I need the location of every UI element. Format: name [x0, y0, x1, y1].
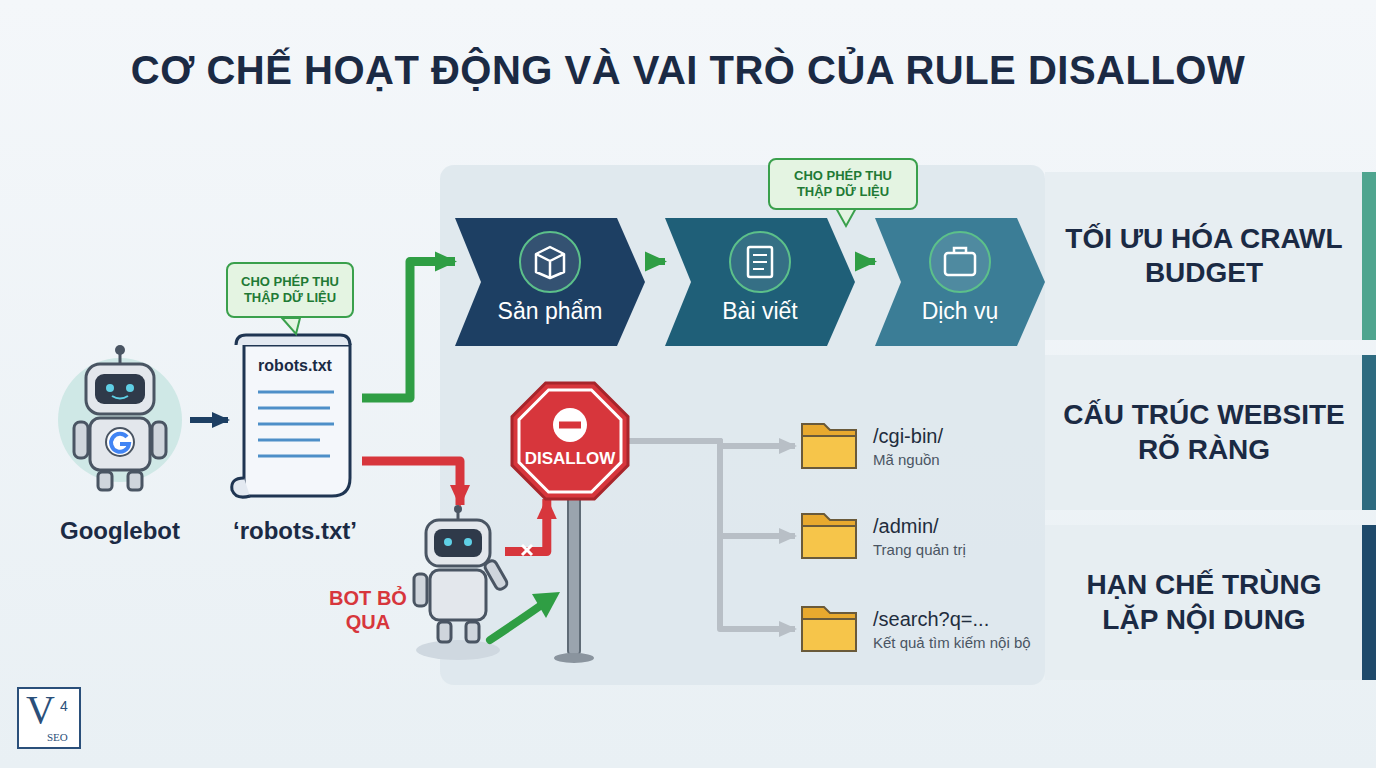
band-ground	[1045, 525, 1376, 680]
group-panel	[440, 165, 1045, 685]
sign-pole	[568, 490, 580, 655]
logo-text: 4	[60, 698, 68, 714]
box-icon	[536, 247, 564, 278]
node-text: Googlebot	[60, 517, 180, 545]
folder-item: /search?q=... Kết quả tìm kiếm nội bộ	[795, 601, 1035, 657]
googlebot-robot	[58, 345, 182, 490]
chevron-shape	[665, 218, 855, 346]
node-text: CẤU TRÚC WEBSITE RÕ RÀNG	[1062, 398, 1346, 466]
logo-box	[18, 688, 80, 748]
band-ground	[1045, 172, 1376, 340]
chevron-step: Dịch vụ	[875, 218, 1045, 346]
node-text: /admin/	[873, 515, 1035, 538]
chevron-shape	[875, 218, 1045, 346]
no-entry-bar	[559, 422, 581, 429]
chevron-step: Sản phẩm	[455, 218, 645, 346]
node-text: CHO PHÉP THU THẬP DỮ LIỆU	[778, 168, 908, 201]
icon-ring	[730, 232, 790, 292]
article-lines	[753, 255, 767, 269]
flow-arrow	[190, 417, 228, 423]
node-text: robots.txt	[258, 357, 332, 375]
flow-arrow	[505, 499, 547, 552]
node-text: BOT BỎ QUA	[325, 586, 411, 634]
chevron-fill	[875, 218, 1045, 346]
chevron-step: Bài viết	[665, 218, 855, 346]
band-bar	[1362, 172, 1376, 340]
flow-arrow	[628, 441, 795, 629]
article-icon	[748, 247, 772, 277]
node-subtext: Trang quản trị	[873, 541, 1035, 558]
flow-arrow	[362, 262, 455, 399]
briefcase-handle	[954, 248, 966, 253]
no-entry-disc	[553, 408, 587, 442]
node-text: /search?q=...	[873, 608, 1035, 631]
octagon-shape	[512, 383, 628, 499]
document-node: robots.txt ‘robots.txt’	[228, 335, 362, 545]
node-subtext: Kết quả tìm kiếm nội bộ	[873, 634, 1035, 651]
flow-arrow	[362, 461, 460, 505]
flow-arrow	[628, 441, 795, 536]
node-text: CHO PHÉP THU THẬP DỮ LIỆU	[236, 274, 344, 307]
node-subtext: ‘robots.txt’	[233, 517, 357, 545]
folder-icon	[802, 607, 856, 651]
node-text: TỐI ƯU HÓA CRAWL BUDGET	[1062, 222, 1346, 290]
folder-item: /admin/Trang quản trị	[795, 508, 1035, 564]
node-text: /cgi-bin/	[873, 425, 1035, 448]
bubble-tail	[282, 318, 300, 334]
band-bar	[1362, 525, 1376, 680]
chevron-fill	[455, 218, 645, 346]
benefit-band: TỐI ƯU HÓA CRAWL BUDGET	[1048, 172, 1360, 340]
logo-text: V	[26, 688, 55, 732]
callout-bubble: CHO PHÉP THU THẬP DỮ LIỆU	[768, 158, 918, 210]
block-mark	[522, 545, 532, 555]
node-text: Bài viết	[722, 298, 797, 325]
node-text: Sản phẩm	[498, 298, 603, 325]
turn-arrow	[490, 606, 540, 640]
robot-node: Googlebot	[50, 345, 190, 545]
bubble-tail	[836, 208, 856, 226]
node-text: Dịch vụ	[922, 298, 999, 325]
scroll-document	[232, 335, 350, 497]
turn-arrow-head	[532, 592, 560, 618]
diagram-title: CƠ CHẾ HOẠT ĐỘNG VÀ VAI TRÒ CỦA RULE DIS…	[0, 48, 1376, 93]
octagon-fill	[512, 383, 628, 499]
benefit-band: CẤU TRÚC WEBSITE RÕ RÀNG	[1048, 355, 1360, 510]
chevron-fill	[665, 218, 855, 346]
node-text: DISALLOW	[525, 449, 616, 469]
flow-arrow	[645, 258, 665, 265]
pole-base	[554, 653, 594, 663]
flow-arrow	[855, 258, 875, 265]
briefcase-icon	[945, 253, 975, 275]
folder-icon	[802, 424, 856, 468]
benefit-band: HẠN CHẾ TRÙNG LẶP NỘI DUNG	[1048, 525, 1360, 680]
octagon-rim	[519, 390, 621, 492]
node-subtext: Mã nguồn	[873, 451, 1035, 468]
band-ground	[1045, 355, 1376, 510]
logo-text: SEO	[47, 731, 68, 743]
folder-icon	[802, 514, 856, 558]
robot-node: BOT BỎ QUA	[325, 505, 505, 660]
chevron-shape	[455, 218, 645, 346]
band-bar	[1362, 355, 1376, 510]
icon-ring	[930, 232, 990, 292]
callout-bubble: CHO PHÉP THU THẬP DỮ LIỆU	[226, 262, 354, 318]
folder-item: /cgi-bin/Mã nguồn	[795, 418, 1035, 474]
node-text: HẠN CHẾ TRÙNG LẶP NỘI DUNG	[1062, 568, 1346, 636]
icon-ring	[520, 232, 580, 292]
stop-sign: DISALLOW	[512, 383, 628, 499]
